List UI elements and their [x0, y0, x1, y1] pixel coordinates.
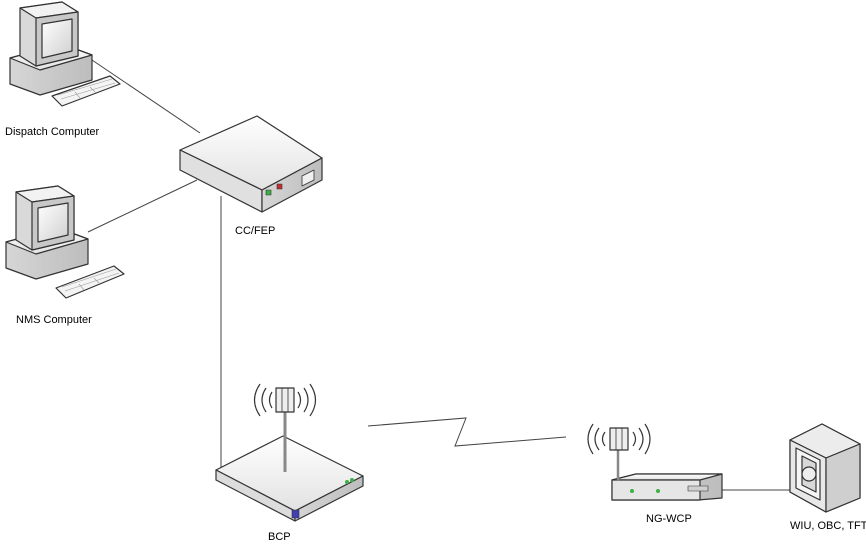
ngwcp-radio-icon[interactable] — [587, 423, 723, 501]
ngwcp-label: NG-WCP — [646, 513, 692, 525]
bcp-label: BCP — [268, 531, 291, 543]
connections — [87, 59, 800, 491]
link-dispatch-ccfep — [91, 59, 201, 134]
nms-computer-label: NMS Computer — [16, 314, 92, 326]
wireless-link-bcp-ngwcp — [367, 417, 567, 447]
wiu-label: WIU, OBC, TFT — [790, 520, 866, 532]
dispatch-computer-label: Dispatch Computer — [5, 126, 100, 138]
nms-computer-icon[interactable] — [5, 185, 125, 299]
wiu-device-icon[interactable] — [789, 423, 861, 513]
ccfep-server-icon[interactable] — [179, 115, 323, 213]
dispatch-computer-icon[interactable] — [9, 1, 121, 107]
ccfep-label: CC/FEP — [235, 225, 276, 237]
link-nms-ccfep — [87, 179, 198, 233]
bcp-base-station-icon[interactable] — [215, 383, 364, 522]
